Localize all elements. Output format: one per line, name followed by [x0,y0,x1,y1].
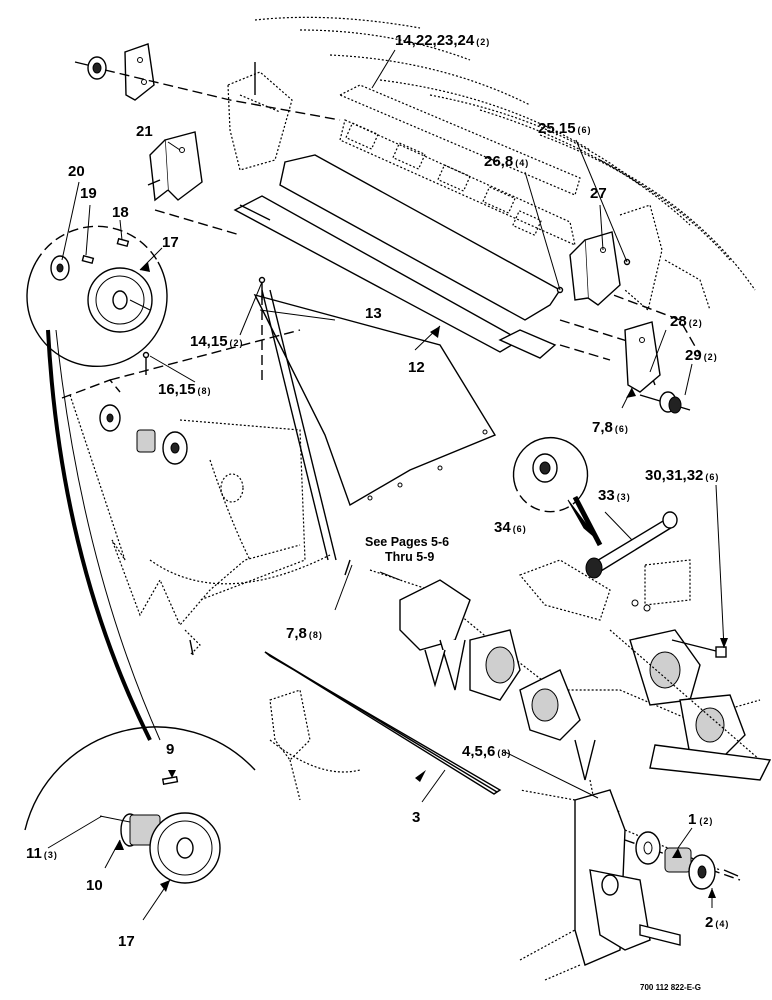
callout-c1: 14,22,23,24(2) [395,32,490,49]
bolt-30 [631,599,727,658]
callout-c25: 11(3) [26,845,58,862]
detail-leader [46,329,161,741]
callout-c10: 13 [365,305,382,322]
callout-c27: 2(4) [705,914,729,931]
detail-circle-upper [26,225,168,368]
callout-c21: 9 [166,741,174,758]
callout-leaders [47,49,728,921]
callout-c9: 27 [590,185,607,202]
detail-circle-34 [512,436,603,547]
see-pages-note: See Pages 5-6 Thru 5-9 [365,535,449,581]
lower-left-frame [269,689,361,801]
callout-c24: 1(2) [688,811,713,828]
callout-c11: 12 [408,359,425,376]
callout-c13: 29(2) [685,347,718,364]
bracket-27 [569,231,621,306]
callout-c20: 7,8(8) [286,625,323,642]
see-pages-line2: Thru 5-9 [385,550,434,564]
callout-c26: 10 [86,877,103,894]
top-left-bearing [74,43,341,121]
left-bearings [99,404,188,465]
bracket-28 [624,321,661,393]
drawing-code: 700 112 822-E-G [640,983,701,992]
callout-c6: 19 [80,185,97,202]
detail-circle-lower [24,726,256,884]
vertical-shaft [261,289,337,561]
callout-c28: 17 [118,933,135,950]
see-pages-line1: See Pages 5-6 [365,535,449,549]
bolts [142,258,631,656]
sprocket-17-upper [87,267,153,333]
bearing-29 [639,391,691,414]
bearing-1 [624,831,741,890]
callout-c5: 20 [68,163,85,180]
callout-c17: 30,31,32(6) [645,467,719,484]
rod-3 [264,651,502,795]
bracket-21 [147,131,203,202]
reel-ribs [254,16,756,291]
callout-c22: 4,5,6(8) [462,743,511,760]
callout-c19: 34(6) [494,519,527,536]
callout-c12: 28(2) [670,313,703,330]
callout-c16: 7,8(6) [592,419,629,436]
callout-c23: 3 [412,809,420,826]
callout-c2: 21 [136,123,153,140]
callout-c3: 25,15(6) [538,120,592,137]
sprocket-17-lower [149,812,221,884]
callout-c4: 26,8(4) [484,153,529,170]
callout-c8: 17 [162,234,179,251]
left-side-sheet [69,394,331,656]
callout-c18: 33(3) [598,487,631,504]
upper-shield-12 [233,154,562,359]
right-frame-upper [619,204,711,312]
callout-c7: 18 [112,204,129,221]
callout-c15: 16,15(8) [158,381,212,398]
callout-labels: 14,22,23,24(2) 21 25,15(6) 26,8(4) 20 19… [26,32,729,950]
link-33 [518,511,691,621]
top-frame-bracket [227,62,293,171]
callout-c14: 14,15(2) [190,333,244,350]
